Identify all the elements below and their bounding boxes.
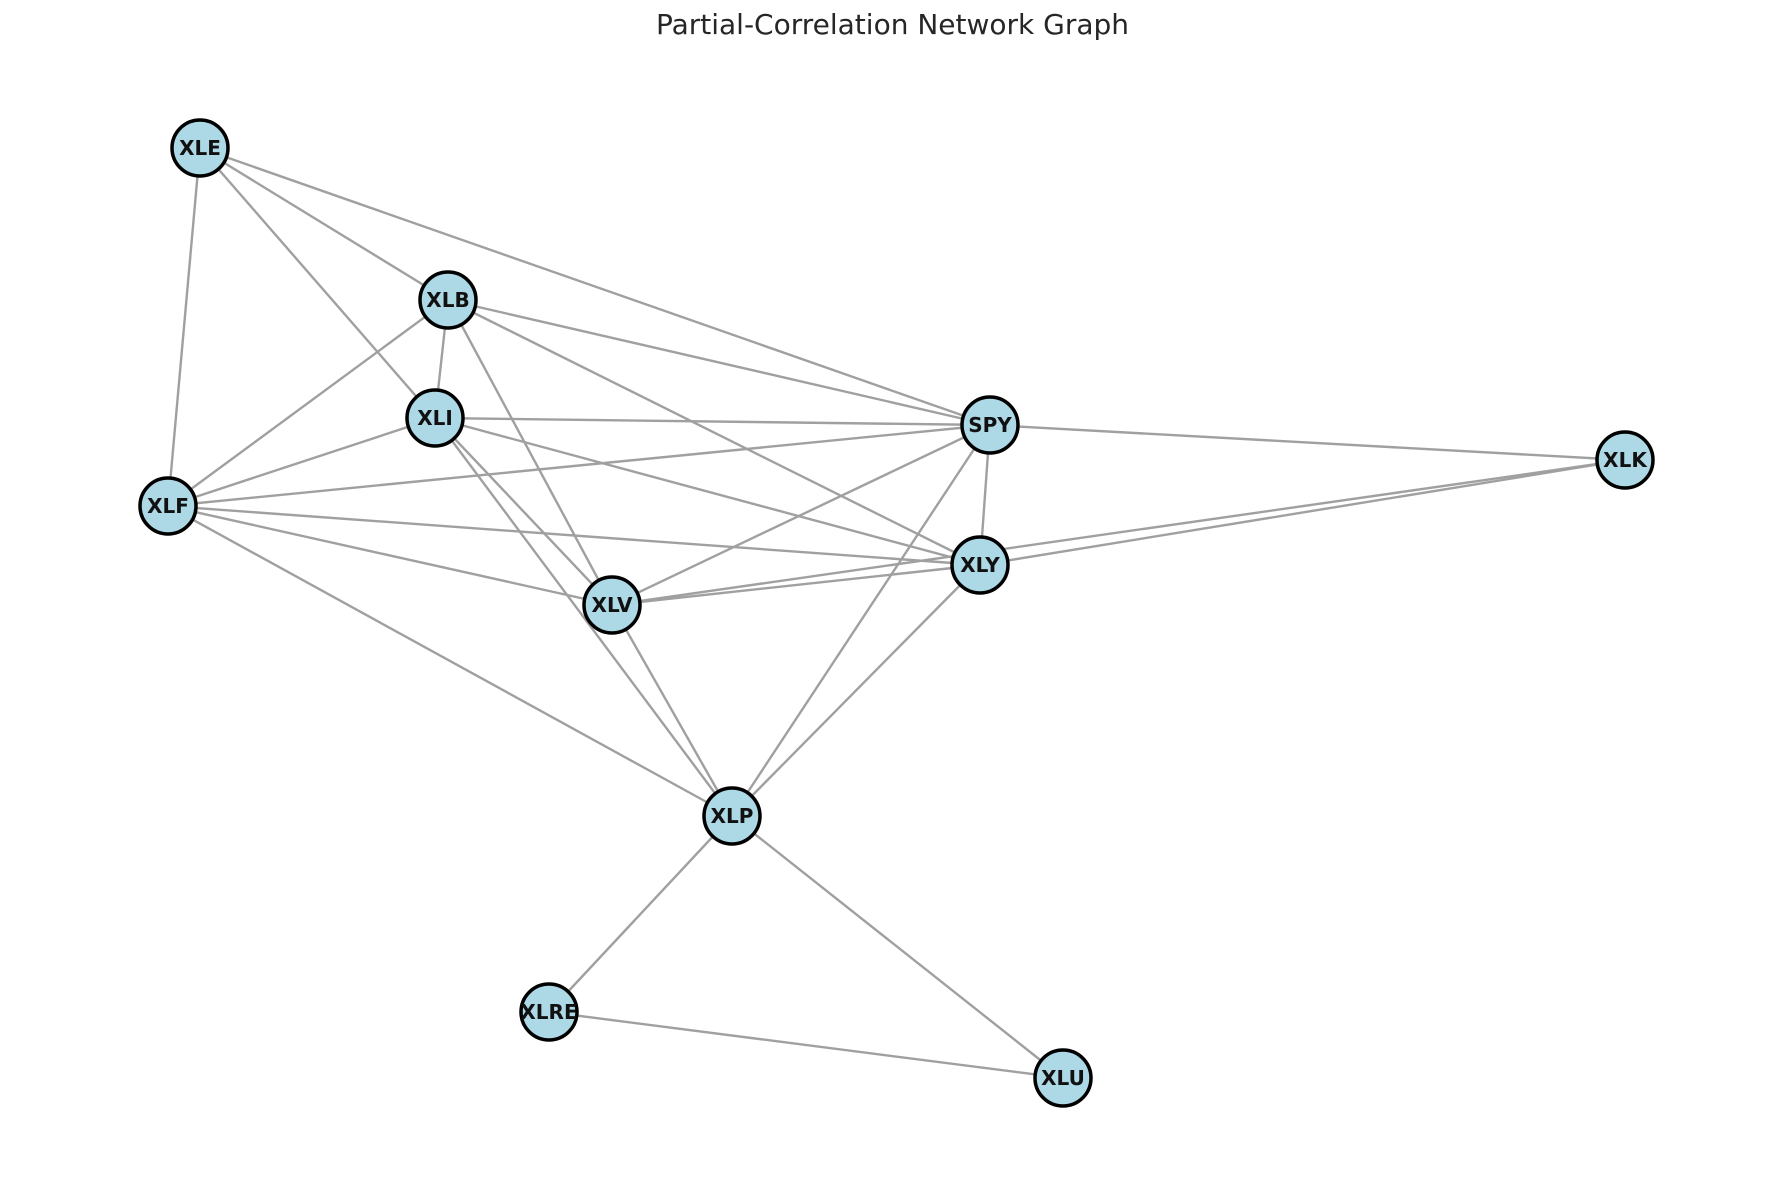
node-xlf: XLF xyxy=(138,476,198,536)
node-xly: XLY xyxy=(950,535,1010,595)
edge-xli-xlv xyxy=(433,416,614,607)
node-label: XLRE xyxy=(520,1000,577,1024)
chart-title: Partial-Correlation Network Graph xyxy=(655,8,1130,41)
edge-xli-xlp xyxy=(433,416,734,818)
node-circle xyxy=(519,982,579,1042)
node-label: XLB xyxy=(426,288,469,312)
edges-group xyxy=(166,146,1627,1080)
node-xlre: XLRE xyxy=(519,982,579,1042)
edge-spy-xlf xyxy=(166,423,992,508)
node-xli: XLI xyxy=(405,388,465,448)
node-label: SPY xyxy=(968,413,1012,437)
node-circle xyxy=(702,786,762,846)
nodes-group: XLE XLB XLI SPY XLK XLF XLY XLV XLP XLRE XLU xyxy=(138,118,1655,1108)
node-xlp: XLP xyxy=(702,786,762,846)
node-circle xyxy=(138,476,198,536)
node-circle xyxy=(950,535,1010,595)
edge-xlb-xly xyxy=(446,298,982,567)
edge-xlb-spy xyxy=(446,298,992,427)
edge-xlf-xlp xyxy=(166,504,734,818)
node-xlu: XLU xyxy=(1033,1048,1093,1108)
edge-xli-xly xyxy=(433,416,982,567)
node-label: XLF xyxy=(147,494,189,518)
node-label: XLV xyxy=(592,593,633,617)
edge-xli-spy xyxy=(433,416,992,427)
node-label: XLU xyxy=(1041,1066,1085,1090)
node-circle xyxy=(582,575,642,635)
edge-spy-xlp xyxy=(730,423,992,818)
edge-xly-xlv xyxy=(610,563,982,607)
node-xlk: XLK xyxy=(1595,430,1655,490)
edge-xly-xlp xyxy=(730,563,982,818)
edge-xle-xli xyxy=(198,146,437,420)
edge-spy-xlk xyxy=(988,423,1627,462)
edge-spy-xlv xyxy=(610,423,992,607)
node-circle xyxy=(960,395,1020,455)
node-circle xyxy=(170,118,230,178)
edge-xlk-xly xyxy=(978,458,1627,567)
node-circle xyxy=(1595,430,1655,490)
edge-xli-xlf xyxy=(166,416,437,508)
edge-xlf-xlv xyxy=(166,504,614,607)
edge-xle-xlb xyxy=(198,146,450,302)
edge-xlre-xlu xyxy=(547,1010,1065,1080)
edge-xle-xlf xyxy=(166,146,202,508)
edge-xlb-xlf xyxy=(166,298,450,508)
node-circle xyxy=(418,270,478,330)
node-label: XLI xyxy=(417,406,453,430)
node-spy: SPY xyxy=(960,395,1020,455)
node-label: XLP xyxy=(711,804,754,828)
edge-xlv-xlp xyxy=(610,603,734,818)
node-circle xyxy=(1033,1048,1093,1108)
node-xlv: XLV xyxy=(582,575,642,635)
node-xlb: XLB xyxy=(418,270,478,330)
edge-xlk-xlv xyxy=(610,458,1627,607)
node-label: XLE xyxy=(179,136,221,160)
node-xle: XLE xyxy=(170,118,230,178)
node-label: XLY xyxy=(960,553,1000,577)
node-circle xyxy=(405,388,465,448)
node-label: XLK xyxy=(1603,448,1648,472)
edge-xlb-xlv xyxy=(446,298,614,607)
edge-xlf-xly xyxy=(166,504,982,567)
edge-xlp-xlu xyxy=(730,814,1065,1080)
edge-xlp-xlre xyxy=(547,814,734,1014)
edge-xle-spy xyxy=(198,146,992,427)
